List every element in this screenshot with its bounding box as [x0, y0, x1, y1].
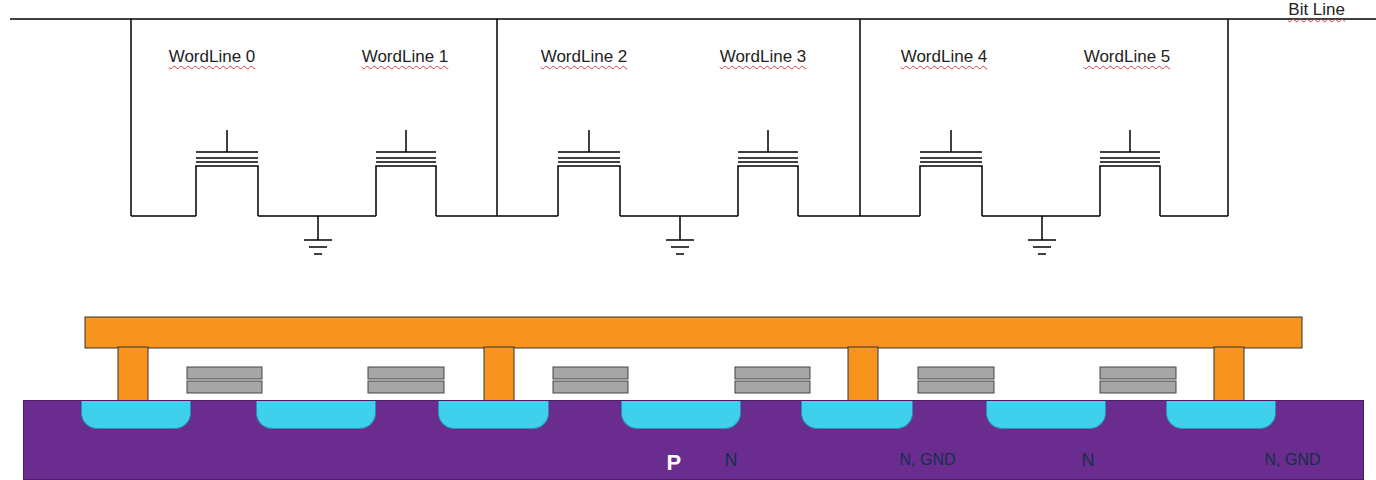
contact-via	[1214, 347, 1244, 401]
ground-symbol	[309, 246, 327, 248]
control-gate	[553, 367, 628, 379]
control-gate	[918, 367, 994, 379]
p-substrate: P N N, GND N N, GND N N, GND N	[23, 400, 1364, 480]
wordline-label: WordLine 0	[169, 48, 256, 67]
gate-lead	[1129, 130, 1131, 152]
wordline-label: WordLine 5	[1084, 48, 1171, 67]
bit-line-tap	[130, 19, 132, 216]
transistor-channel	[738, 166, 798, 216]
ground-symbol	[304, 239, 332, 241]
diffusion-label: N, GND	[1265, 451, 1321, 469]
control-gate	[368, 367, 444, 379]
bit-line-metal	[85, 317, 1302, 348]
diffusion-label: N	[725, 451, 738, 471]
wire	[1160, 215, 1228, 217]
control-gate	[376, 151, 436, 153]
bit-line-tap	[496, 19, 498, 216]
control-gate	[196, 151, 258, 153]
floating-gate	[558, 161, 620, 163]
ground-symbol	[676, 253, 684, 255]
n-source-gnd: N, GND	[256, 401, 376, 429]
n-drain: N	[438, 401, 549, 429]
transistor-channel	[1100, 166, 1160, 216]
floating-gate	[1100, 157, 1160, 159]
contact-via	[484, 347, 514, 401]
floating-gate	[920, 157, 982, 159]
contact-via	[118, 347, 148, 401]
floating-gate	[920, 161, 982, 163]
ground-symbol	[1038, 253, 1046, 255]
wordline-label: WordLine 3	[720, 48, 807, 67]
ground-symbol	[671, 246, 689, 248]
bit-line-wire	[10, 18, 1376, 20]
floating-gate	[196, 161, 258, 163]
diffusion-label: N, GND	[900, 451, 956, 469]
wire	[131, 215, 196, 217]
n-drain: N	[1166, 401, 1276, 429]
floating-gate	[738, 157, 798, 159]
contact-via	[848, 347, 878, 401]
bit-line-tap	[1227, 19, 1229, 216]
wire	[982, 215, 1100, 217]
n-source-gnd: N, GND	[621, 401, 741, 429]
region-label: P	[667, 451, 682, 475]
control-gate	[558, 151, 620, 153]
control-gate	[1100, 151, 1160, 153]
gate-lead	[226, 130, 228, 152]
bit-line-label: Bit Line	[1288, 1, 1345, 20]
ground-symbol	[666, 239, 694, 241]
ground-symbol	[1033, 246, 1051, 248]
floating-gate	[1100, 381, 1176, 393]
schematic	[131, 19, 1228, 254]
ground-lead	[679, 216, 681, 240]
wire	[258, 215, 376, 217]
wire	[436, 215, 558, 217]
diffusion-label: N	[1082, 451, 1095, 471]
n-drain: N	[81, 401, 191, 429]
transistor-channel	[558, 166, 620, 216]
transistor-channel	[196, 166, 258, 216]
wire	[798, 215, 920, 217]
gate-lead	[588, 130, 590, 152]
floating-gate	[196, 157, 258, 159]
wire	[620, 215, 738, 217]
control-gate	[920, 151, 982, 153]
floating-gate	[187, 381, 262, 393]
control-gate	[1100, 367, 1176, 379]
floating-gate	[376, 161, 436, 163]
floating-gate	[553, 381, 628, 393]
floating-gate	[368, 381, 444, 393]
bit-line-tap	[859, 19, 861, 216]
transistor-channel	[376, 166, 436, 216]
floating-gate	[738, 161, 798, 163]
wordline-label: WordLine 1	[362, 48, 449, 67]
cross-section	[85, 317, 1302, 401]
control-gate	[735, 367, 810, 379]
n-drain: N	[801, 401, 913, 429]
gate-lead	[405, 130, 407, 152]
ground-symbol	[1028, 239, 1056, 241]
wordline-label: WordLine 4	[901, 48, 988, 67]
gate-lead	[767, 130, 769, 152]
floating-gate	[735, 381, 810, 393]
floating-gate	[1100, 161, 1160, 163]
floating-gate	[376, 157, 436, 159]
ground-lead	[1041, 216, 1043, 240]
wordline-label: WordLine 2	[541, 48, 628, 67]
control-gate	[187, 367, 262, 379]
n-source-gnd: N, GND	[986, 401, 1106, 429]
gate-lead	[950, 130, 952, 152]
ground-symbol	[314, 253, 322, 255]
floating-gate	[558, 157, 620, 159]
ground-lead	[317, 216, 319, 240]
control-gate	[738, 151, 798, 153]
transistor-channel	[920, 166, 982, 216]
floating-gate	[918, 381, 994, 393]
